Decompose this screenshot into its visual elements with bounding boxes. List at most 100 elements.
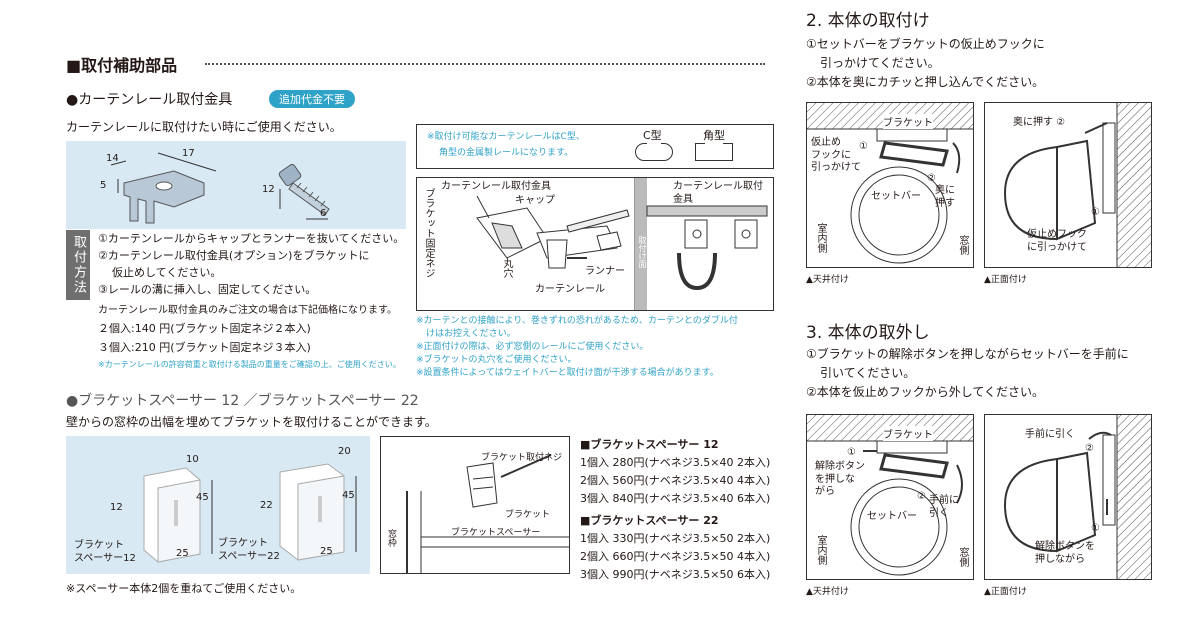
method-tag: 取付方法 xyxy=(66,230,90,300)
ic-n1: ① xyxy=(859,141,868,152)
price-note: カーテンレール取付金具のみご注文の場合は下記価格になります。 xyxy=(98,305,397,316)
install-step-1: ①セットバーをブラケットの仮止めフックに xyxy=(806,37,1045,51)
rail-fitting-desc: カーテンレールに取付けたい時にご使用ください。 xyxy=(66,120,342,134)
rail-type-note1: ※取付け可能なカーテンレールはC型、 xyxy=(427,132,585,142)
rail-diagram-illustration xyxy=(476,178,768,310)
remove-ceiling-box: ブラケット ① 解除ボタン を押しな がら セットバー ② 手前に 引く 室内側… xyxy=(806,414,974,580)
rail-diagram-box: カーテンレール取付金具 ブラケット固定ネジ キャップ 丸穴 ランナー カーテンレ… xyxy=(416,177,774,311)
rail-fitting-heading: ●カーテンレール取付金具 xyxy=(66,92,233,108)
rail-fitting-illustration xyxy=(110,152,330,224)
rc-setbar: セットバー xyxy=(867,511,917,522)
list22-title: ■ブラケットスペーサー 22 xyxy=(580,514,719,527)
remove-front-box: 手前に引く ② ① 解除ボタンを 押しながら xyxy=(984,414,1152,580)
dim-5: 5 xyxy=(100,180,107,191)
price-list: ２個入:140 円(ブラケット固定ネジ２本入) ３個入:210 円(ブラケット固… xyxy=(98,319,311,357)
spacer-panel xyxy=(66,436,370,574)
list12-title: ■ブラケットスペーサー 12 xyxy=(580,438,719,451)
s22-dim-22: 22 xyxy=(260,500,273,511)
rf-btn: 解除ボタンを 押しながら xyxy=(1035,541,1095,565)
spacer-illustration xyxy=(143,463,357,563)
method-steps: ①カーテンレールからキャップとランナーを抜いてください。 ②カーテンレール取付金… xyxy=(98,230,410,298)
ic-hook: 仮止め フックに 引っかけて xyxy=(811,137,861,173)
title-divider xyxy=(205,63,765,65)
dim-17: 17 xyxy=(182,148,195,159)
square-type-shape xyxy=(695,143,733,161)
rail-note-1: ※カーテンとの接触により、巻きずれの恐れがあるため、カーテンとのダブル付 xyxy=(416,316,738,326)
ic-bracket: ブラケット xyxy=(883,114,933,129)
install-step-1b: 引っかけてください。 xyxy=(820,56,940,70)
install-front-illustration xyxy=(1003,103,1151,267)
remove-step-2: ②本体を仮止めフックから外してください。 xyxy=(806,385,1045,399)
s22-label: ブラケット スペーサー22 xyxy=(218,538,280,562)
label-rail: カーテンレール xyxy=(535,284,605,295)
spacer-diagram-illustration xyxy=(406,454,569,573)
label-rail-fitting2: カーテンレール取付金具 xyxy=(673,181,763,205)
dim-12: 12 xyxy=(262,184,275,195)
ic-indoor: 室内側 xyxy=(815,223,826,253)
section-title: ■取付補助部品 xyxy=(66,56,178,75)
diag-frame-label: 窓枠 xyxy=(386,529,396,547)
step-3: ③レールの溝に挿入し、固定してください。 xyxy=(98,283,317,296)
if-caption: ▲正面付け xyxy=(984,275,1027,285)
dim-6: 6 xyxy=(320,208,327,219)
if-push: 奥に押す ② xyxy=(1013,117,1066,128)
list12-3: 3個入 840円(ナベネジ3.5×40 6本入) xyxy=(580,492,771,505)
label-mount-face: 取付け面 xyxy=(638,236,647,268)
ic-setbar: セットバー xyxy=(871,191,921,202)
spacer-22-shape xyxy=(279,463,345,561)
rail-fitting-panel xyxy=(66,141,406,229)
rf-n2: ② xyxy=(1085,443,1094,454)
step-2: ②カーテンレール取付金具(オプション)をブラケットに xyxy=(98,249,370,262)
rc-indoor: 室内側 xyxy=(815,535,826,565)
free-badge: 追加代金不要 xyxy=(269,90,355,108)
install-steps: ①セットバーをブラケットの仮止めフックに 引っかけてください。 ②本体を奥にカチ… xyxy=(806,35,1045,92)
remove-step-1: ①ブラケットの解除ボタンを押しながらセットバーを手前に xyxy=(806,347,1129,361)
install-front-box: 奥に押す ② ① 仮止めフック に引っかけて xyxy=(984,102,1152,268)
rc-pull: 手前に 引く xyxy=(929,495,959,519)
rf-pull: 手前に引く xyxy=(1025,429,1075,440)
price-2: ２個入:140 円(ブラケット固定ネジ２本入) xyxy=(98,322,311,335)
rf-n1: ① xyxy=(1091,523,1100,534)
screw-part xyxy=(278,163,330,216)
rc-caption: ▲天井付け xyxy=(806,587,849,597)
rf-caption: ▲正面付け xyxy=(984,587,1027,597)
diag-bracket-label: ブラケット xyxy=(505,510,551,520)
s22-dim-20: 20 xyxy=(338,446,351,457)
spacer-heading: ●ブラケットスペーサー 12 ／ブラケットスペーサー 22 xyxy=(66,393,419,409)
diag-screw-label: ブラケット取付ネジ xyxy=(481,453,563,463)
remove-step-1b: 引いてください。 xyxy=(820,366,916,380)
rail-notes: ※カーテンとの接触により、巻きずれの恐れがあるため、カーテンとのダブル付 けはお… xyxy=(416,315,776,380)
ic-push: 奥に 押す xyxy=(935,185,955,209)
install-ceiling-box: ブラケット ① 仮止め フックに 引っかけて セットバー ② 奥に 押す 室内側… xyxy=(806,102,974,268)
s22-dim-25: 25 xyxy=(320,546,333,557)
list22-1: 1個入 330円(ナベネジ3.5×50 2本入) xyxy=(580,532,771,545)
label-cap: キャップ xyxy=(515,195,555,206)
if-n1: ① xyxy=(1091,207,1100,218)
list22-2: 2個入 660円(ナベネジ3.5×50 4本入) xyxy=(580,550,771,563)
install-step-2: ②本体を奥にカチッと押し込んでください。 xyxy=(806,75,1045,89)
rc-n1: ① xyxy=(847,447,856,458)
if-hook: 仮止めフック に引っかけて xyxy=(1027,229,1087,253)
list22-3: 3個入 990円(ナベネジ3.5×50 6本入) xyxy=(580,568,771,581)
label-runner: ランナー xyxy=(585,266,625,277)
rail-type-note2: 角型の金属製レールになります。 xyxy=(439,148,574,158)
s12-dim-12: 12 xyxy=(110,502,123,513)
s12-label: ブラケット スペーサー12 xyxy=(74,540,136,564)
remove-front-illustration xyxy=(1003,415,1151,579)
rail-note-2: けはお控えください。 xyxy=(426,329,516,340)
spacer-footnote: ※スペーサー本体2個を重ねてご使用ください。 xyxy=(66,582,302,595)
rail-note-5: ※設置条件によってはウェイトバーと取付け面が干渉する場合があります。 xyxy=(416,368,719,379)
label-rail-fitting: カーテンレール取付金具 xyxy=(441,181,551,192)
rc-bracket: ブラケット xyxy=(883,426,933,441)
step-1: ①カーテンレールからキャップとランナーを抜いてください。 xyxy=(98,232,405,245)
price-3: ３個入:210 円(ブラケット固定ネジ３本入) xyxy=(98,341,311,354)
rc-window: 窓側 xyxy=(957,547,968,567)
rail-note-4: ※ブラケットの丸穴をご使用ください。 xyxy=(416,355,577,366)
label-bracket-screw: ブラケット固定ネジ xyxy=(423,188,434,278)
rail-type-box: ※取付け可能なカーテンレールはC型、 角型の金属製レールになります。 C型 角型 xyxy=(416,124,774,169)
s22-dim-45: 45 xyxy=(342,490,355,501)
rail-warning: ※カーテンレールの許容荷重と取付ける製品の重量をご確認の上、ご使用ください。 xyxy=(98,360,401,369)
c-type-label: C型 xyxy=(643,129,662,142)
spacer-desc: 壁からの窓枠の出幅を埋めてブラケットを取付けることができます。 xyxy=(66,415,437,429)
spacer-price-lists: ■ブラケットスペーサー 12 1個入 280円(ナベネジ3.5×40 2本入) … xyxy=(580,436,770,584)
